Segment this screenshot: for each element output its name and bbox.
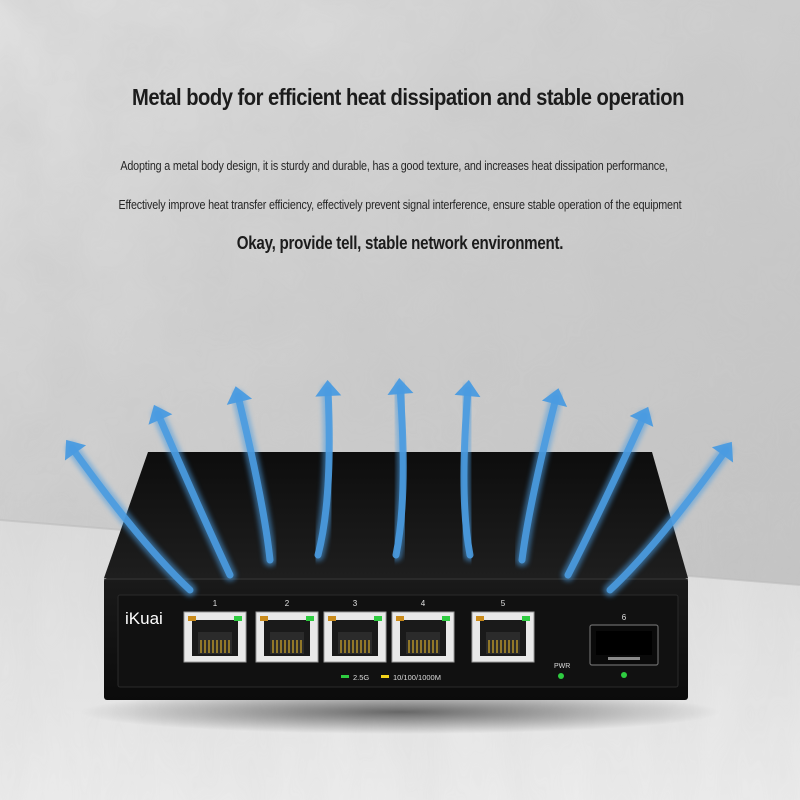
description-line-2: Effectively improve heat transfer effici… bbox=[118, 198, 682, 212]
power-led bbox=[558, 673, 564, 679]
port-1-led-right bbox=[234, 616, 242, 621]
heat-flow-arrow-icon bbox=[64, 439, 197, 597]
device-shadow bbox=[80, 690, 720, 734]
port-5-led-right bbox=[522, 616, 530, 621]
legend-slow-label: 10/100/1000M bbox=[393, 673, 441, 682]
port-3[interactable]: 3 bbox=[323, 599, 387, 663]
port-3-led-right bbox=[374, 616, 382, 621]
port-4[interactable]: 4 bbox=[391, 599, 455, 663]
port-group: 1 2 3 4 5 6 bbox=[183, 599, 659, 678]
legend-slow-swatch bbox=[381, 675, 389, 678]
port-2-number: 2 bbox=[285, 599, 290, 608]
port-5[interactable]: 5 bbox=[471, 599, 535, 663]
brand-logo: iKuai bbox=[125, 609, 163, 628]
heat-flow-arrow-icon bbox=[454, 380, 481, 562]
port-5-number: 5 bbox=[501, 599, 506, 608]
port-1[interactable]: 1 bbox=[183, 599, 247, 663]
port-4-led-left bbox=[396, 616, 404, 621]
heat-flow-arrow-icon bbox=[226, 386, 277, 567]
heat-flow-arrow-icon bbox=[561, 406, 654, 582]
power-label: PWR bbox=[554, 663, 570, 670]
port-4-led-right bbox=[442, 616, 450, 621]
description-line-3: Okay, provide tell, stable network envir… bbox=[236, 233, 564, 253]
heat-flow-arrow-icon bbox=[148, 404, 237, 582]
port-3-number: 3 bbox=[353, 599, 358, 608]
port-1-number: 1 bbox=[213, 599, 218, 608]
port-2-led-right bbox=[306, 616, 314, 621]
heat-flow-arrow-icon bbox=[515, 388, 568, 567]
port-2[interactable]: 2 bbox=[255, 599, 319, 663]
heat-flow-arrow-icon bbox=[311, 380, 342, 562]
port-3-led-left bbox=[328, 616, 336, 621]
port-2-led-left bbox=[260, 616, 268, 621]
airflow-arrows bbox=[64, 378, 734, 597]
legend-fast-label: 2.5G bbox=[353, 673, 369, 682]
port-6-number: 6 bbox=[622, 613, 627, 622]
heat-flow-arrow-icon bbox=[603, 441, 734, 597]
port-5-led-left bbox=[476, 616, 484, 621]
port-1-led-left bbox=[188, 616, 196, 621]
heat-flow-arrow-icon bbox=[387, 378, 414, 562]
port-6-led bbox=[621, 672, 627, 678]
headline: Metal body for efficient heat dissipatio… bbox=[132, 84, 684, 110]
description-line-1: Adopting a metal body design, it is stur… bbox=[120, 159, 668, 173]
port-6[interactable]: 6 bbox=[589, 613, 659, 678]
legend-fast-swatch bbox=[341, 675, 349, 678]
port-4-number: 4 bbox=[421, 599, 426, 608]
